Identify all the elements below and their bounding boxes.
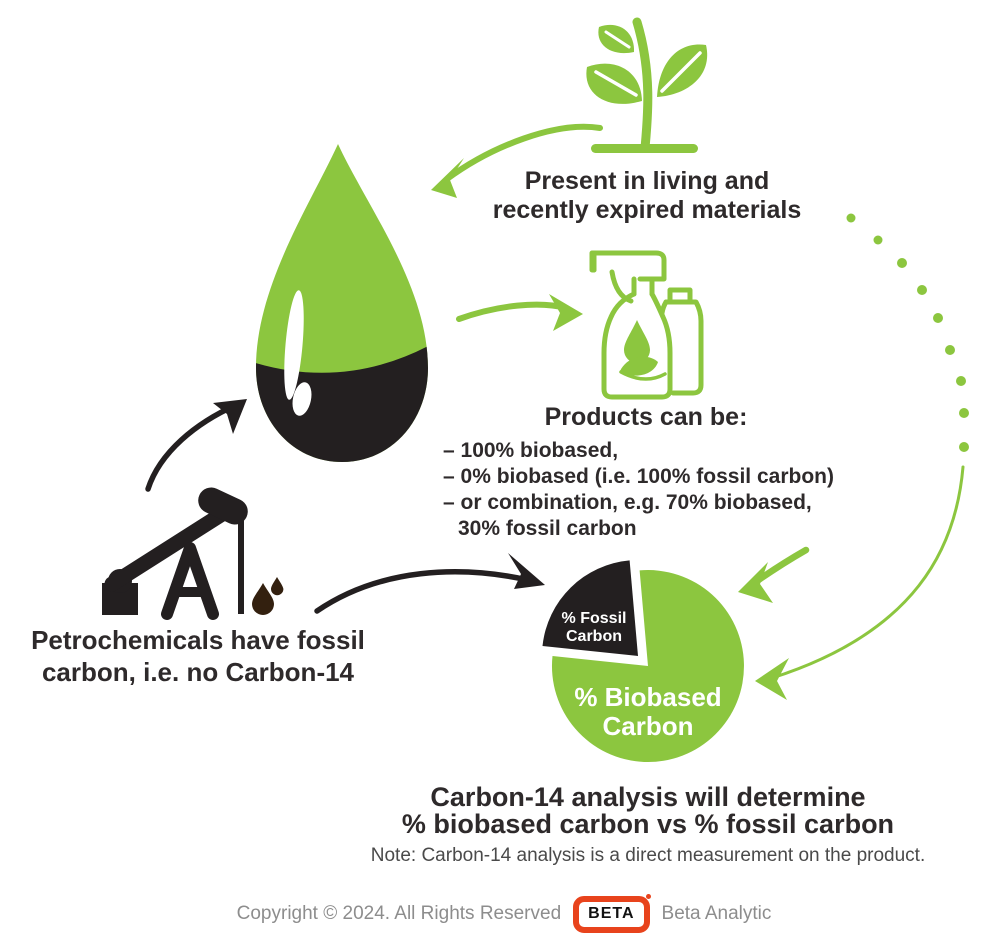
pie-fossil-label: % Fossil Carbon xyxy=(561,610,627,645)
arrow-petro-to-pie xyxy=(314,553,545,614)
footer: Copyright © 2024. All Rights Reserved BE… xyxy=(0,893,1008,935)
product-option-1: – 100% biobased, xyxy=(443,439,619,462)
oil-drops-icon xyxy=(252,577,284,615)
biomass-caption: Present in living and recently expired m… xyxy=(492,167,802,224)
biobased-fossil-droplet-icon xyxy=(256,144,428,462)
product-option-3: – or combination, e.g. 70% biobased, 30%… xyxy=(443,491,812,540)
oil-pumpjack-icon xyxy=(102,487,248,620)
arrow-plant-to-droplet xyxy=(431,123,603,198)
dotted-arc-flow xyxy=(846,213,969,452)
beta-logo-text: BETA xyxy=(588,904,635,922)
seedling-plant-icon xyxy=(586,17,708,153)
pie-biobased-label: % Biobased Carbon xyxy=(574,682,722,741)
copyright-text: Copyright © 2024. All Rights Reserved xyxy=(236,903,562,924)
arrow-pumpjack-to-droplet xyxy=(145,399,247,492)
conclusion-note: Note: Carbon-14 analysis is a direct mea… xyxy=(370,845,926,866)
beta-analytic-logo: BETA xyxy=(573,893,651,933)
brand-name: Beta Analytic xyxy=(661,903,772,924)
products-heading: Products can be: xyxy=(544,403,748,431)
pie-slice-fossil xyxy=(542,560,638,656)
arrow-droplet-to-products xyxy=(456,294,583,331)
arrow-flow-to-pie xyxy=(755,465,965,700)
pie-chart xyxy=(542,560,744,763)
spray-bottle-products-icon xyxy=(589,250,704,400)
conclusion-heading: Carbon-14 analysis will determine % biob… xyxy=(401,782,895,839)
products-bullet-list: – 100% biobased, – 0% biobased (i.e. 100… xyxy=(443,438,873,542)
petrochemicals-caption: Petrochemicals have fossil carbon, i.e. … xyxy=(31,625,365,687)
product-option-2: – 0% biobased (i.e. 100% fossil carbon) xyxy=(443,465,834,488)
arrow-products-to-pie xyxy=(738,546,810,603)
registered-mark-icon xyxy=(645,893,651,899)
pie-slice-biobased xyxy=(551,570,744,763)
